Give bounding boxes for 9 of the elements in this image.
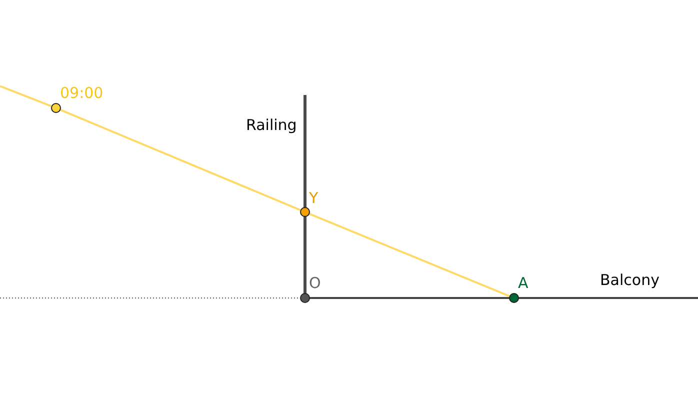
segment-label: Railing bbox=[246, 116, 297, 134]
sun-ray-line bbox=[0, 85, 52, 108]
sun-ray-line bbox=[309, 212, 510, 298]
point-label: O bbox=[309, 274, 321, 292]
point-label: Y bbox=[309, 189, 318, 207]
segment-label: Balcony bbox=[600, 271, 660, 289]
point-label: 09:00 bbox=[60, 84, 104, 102]
point-label: A bbox=[518, 274, 528, 292]
sun-ray-line bbox=[60, 109, 301, 211]
